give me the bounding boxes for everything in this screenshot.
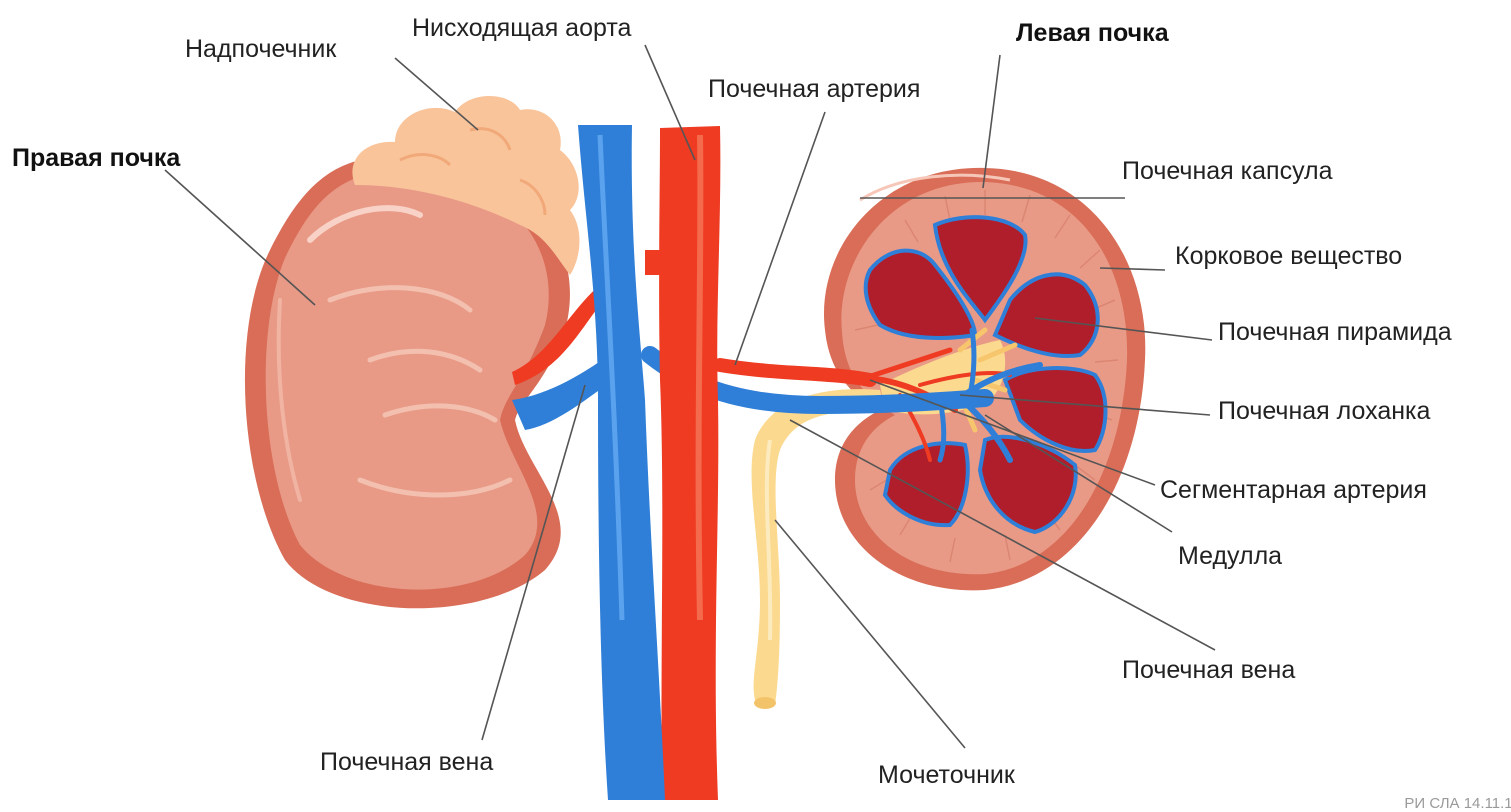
label-renal-vein-left: Почечная вена	[1122, 655, 1295, 685]
label-capsule: Почечная капсула	[1122, 156, 1333, 186]
label-renal-artery: Почечная артерия	[708, 74, 920, 104]
label-pyramid: Почечная пирамида	[1218, 317, 1452, 347]
label-medulla: Медулла	[1178, 541, 1282, 571]
label-ureter: Мочеточник	[878, 760, 1015, 790]
vena-cava	[578, 125, 665, 800]
label-left-kidney: Левая почка	[1016, 18, 1169, 48]
label-right-kidney: Правая почка	[12, 143, 180, 173]
label-cortex: Корковое вещество	[1175, 241, 1402, 271]
leader-renal-artery	[735, 112, 825, 365]
label-renal-vein-right: Почечная вена	[320, 747, 493, 777]
label-aorta: Нисходящая аорта	[412, 13, 631, 43]
leader-left-kidney	[983, 55, 1000, 188]
label-adrenal: Надпочечник	[185, 34, 336, 64]
label-segmental-artery: Сегментарная артерия	[1160, 475, 1427, 505]
label-pelvis: Почечная лоханка	[1218, 396, 1430, 426]
